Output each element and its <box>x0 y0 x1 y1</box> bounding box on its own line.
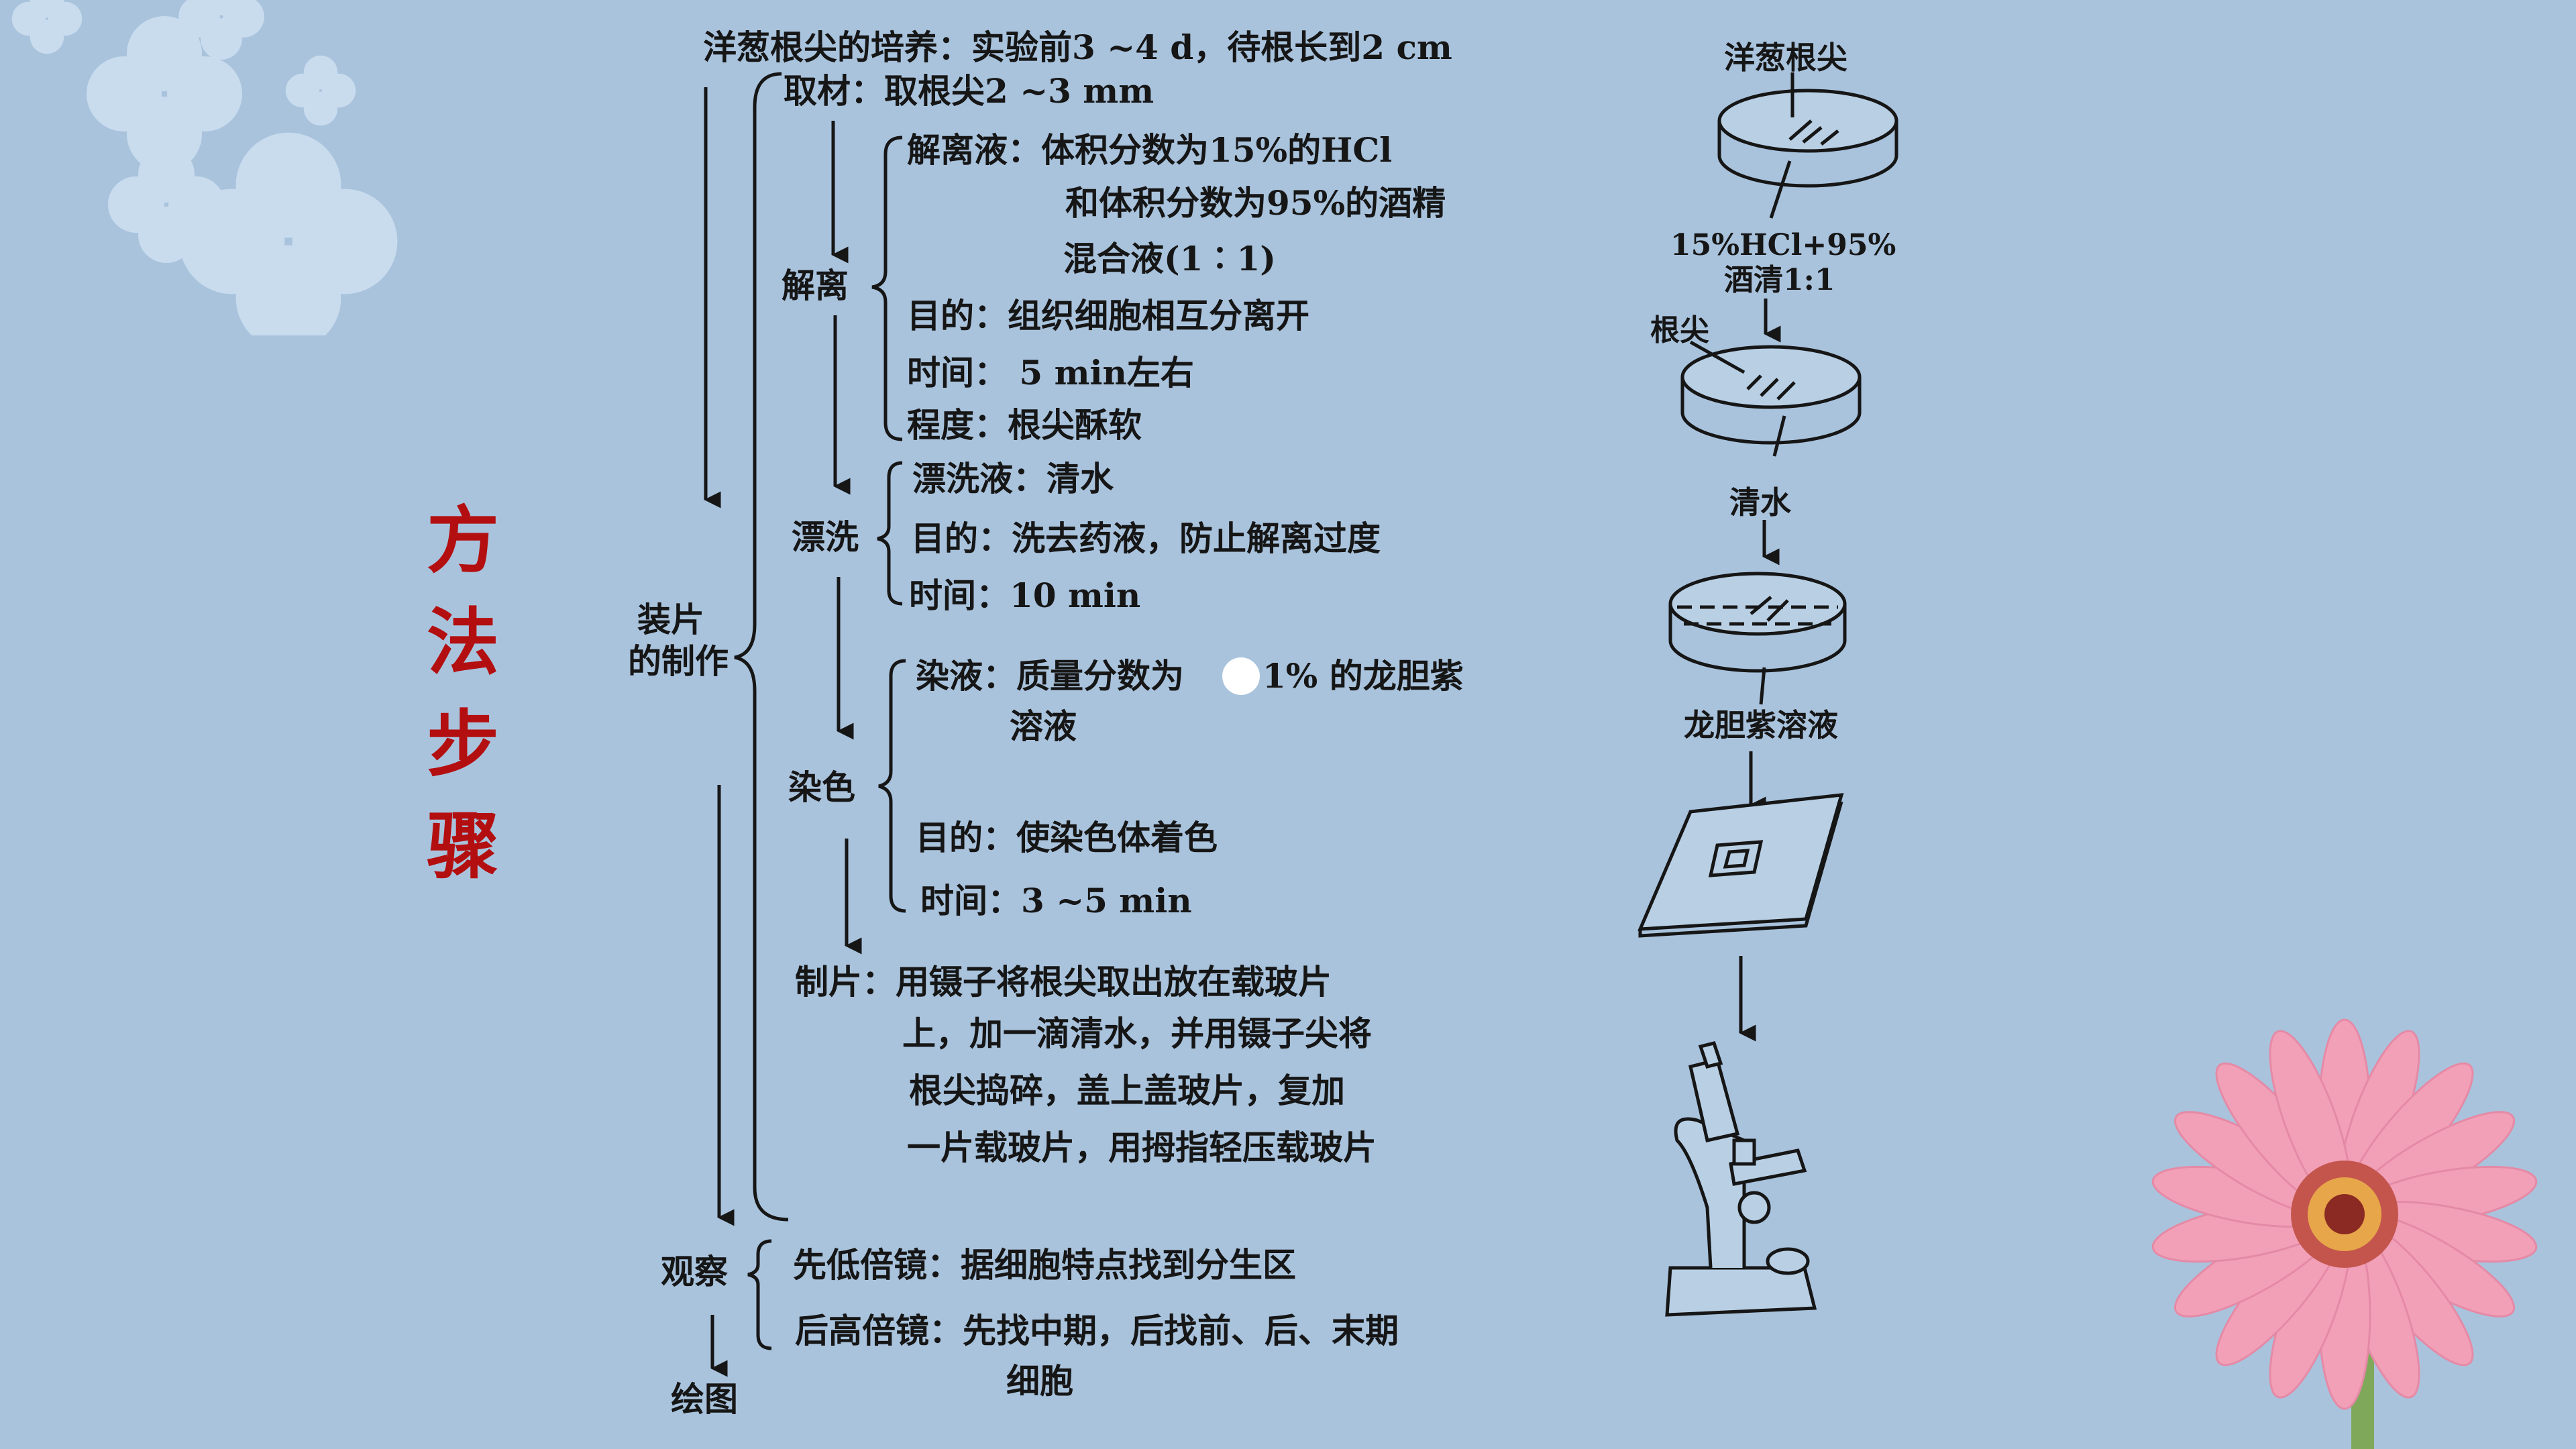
dissociation-line: 目的：组织细胞相互分离开 <box>907 296 1309 335</box>
dissociation-line: 程度：根尖酥软 <box>907 405 1142 445</box>
water-label: 清水 <box>1729 484 1791 521</box>
staining-line: 染液：质量分数为 <box>916 656 1184 696</box>
root-tip-label: 根尖 <box>1650 313 1709 347</box>
title-char: 步 <box>426 702 499 787</box>
observation-line: 细胞 <box>1006 1361 1073 1401</box>
mounting-line: 一片载玻片，用拇指轻压载玻片 <box>907 1128 1377 1167</box>
gentian-violet-label: 龙胆紫溶液 <box>1684 707 1838 743</box>
onion-root-tip-label: 洋葱根尖 <box>1724 40 1847 76</box>
petri-dish-icon <box>1717 72 1898 219</box>
title-char: 骤 <box>426 804 499 889</box>
mounting-line: 上，加一滴清水，并用镊子尖将 <box>902 1014 1372 1053</box>
petri-dish-icon <box>1680 340 1862 457</box>
staining-line: 溶液 <box>1010 706 1077 746</box>
mounting-label-1: 装片 <box>637 600 704 639</box>
rinsing-line: 漂洗液：清水 <box>912 459 1114 498</box>
dissociation-line: 时间： 5 min左右 <box>907 353 1194 392</box>
dissociation-line: 和体积分数为95%的酒精 <box>1065 183 1446 223</box>
staining-line: 时间：3 ~5 min <box>920 881 1192 920</box>
solution-label: 15%HCl+95% <box>1670 228 1896 262</box>
staining-line: 1% 的龙胆紫 <box>1263 656 1464 696</box>
staining-label: 染色 <box>788 767 855 807</box>
staining-line: 目的：使染色体着色 <box>916 818 1218 857</box>
dissociation-label: 解离 <box>782 266 849 305</box>
dissociation-line: 解离液：体积分数为15%的HCl <box>907 130 1393 170</box>
petri-dish-icon <box>1668 572 1847 705</box>
mounting-line: 制片：用镊子将根尖取出放在载玻片 <box>795 962 1332 1002</box>
observation-line: 后高倍镜：先找中期，后找前、后、末期 <box>795 1311 1399 1350</box>
rinsing-label: 漂洗 <box>792 517 859 557</box>
culture-step: 洋葱根尖的培养：实验前3 ~4 d，待根长到2 cm <box>703 28 1452 67</box>
solution-label: 酒清1:1 <box>1724 263 1835 297</box>
dissociation-line: 混合液(1∶1) <box>1063 239 1276 278</box>
microscope-icon <box>1665 1041 1817 1317</box>
mounting-line: 根尖捣碎，盖上盖玻片，复加 <box>909 1071 1345 1110</box>
draw-label: 绘图 <box>671 1379 738 1419</box>
observe-label: 观察 <box>661 1252 728 1291</box>
mounting-label-2: 的制作 <box>628 641 729 681</box>
rinsing-line: 目的：洗去药液，防止解离过度 <box>911 519 1381 558</box>
observation-line: 先低倍镜：据细胞特点找到分生区 <box>793 1245 1296 1285</box>
slide-icon <box>1638 793 1844 938</box>
title-char: 方 <box>426 498 499 583</box>
title-char: 法 <box>426 600 499 685</box>
sampling-step: 取材：取根尖2 ~3 mm <box>784 71 1155 111</box>
rinsing-line: 时间：10 min <box>909 576 1141 615</box>
page-title: 方 法 步 骤 <box>416 490 510 898</box>
dot-mark <box>1222 657 1260 695</box>
